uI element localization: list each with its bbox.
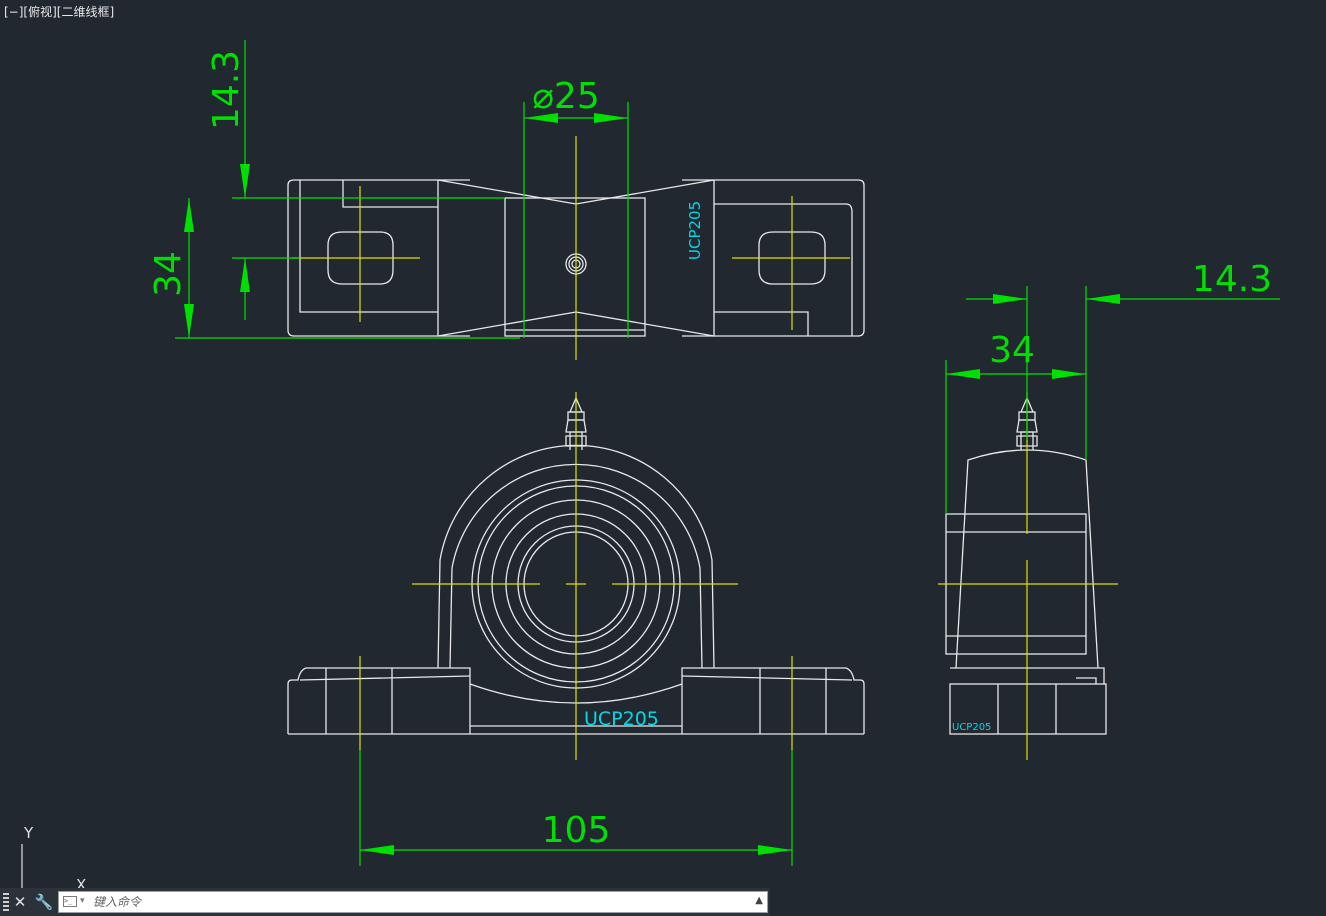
prompt-icon[interactable]: >_	[63, 896, 77, 907]
dim-side-offset: 14.3	[1192, 259, 1272, 300]
front-view-tag: UCP205	[584, 708, 659, 730]
side-view-centerlines	[938, 392, 1118, 760]
dim-top-offset: 14.3	[206, 50, 247, 130]
ucs-y-label: Y	[23, 824, 34, 842]
grip-handle[interactable]	[3, 893, 9, 911]
front-view-centerlines	[359, 392, 793, 760]
side-view-dimensions	[945, 286, 1280, 514]
command-input[interactable]	[93, 892, 743, 912]
top-view-dimensions	[175, 40, 629, 339]
top-view	[287, 179, 865, 337]
ucs-x-label: X	[76, 876, 86, 894]
dim-base-span: 105	[542, 810, 611, 851]
command-input-box[interactable]: >_ ▾ ▲	[58, 891, 768, 913]
front-view-dimensions	[359, 750, 793, 866]
chevron-down-icon[interactable]: ▾	[80, 896, 85, 906]
dim-diameter: ⌀25	[532, 76, 599, 117]
viewport-controls-label[interactable]: [−][俯视][二维线框]	[4, 5, 115, 19]
side-view	[945, 396, 1107, 735]
dim-top-height: 34	[148, 251, 189, 297]
close-icon[interactable]: ✕	[13, 893, 27, 911]
top-view-centerlines	[292, 136, 850, 360]
triangle-up-icon[interactable]: ▲	[755, 895, 763, 906]
top-view-tag: UCP205	[686, 201, 704, 260]
command-line-bar: ✕ 🔧 >_ ▾ ▲	[0, 888, 770, 916]
wrench-icon[interactable]: 🔧	[34, 893, 54, 911]
dim-side-width: 34	[989, 330, 1035, 371]
side-view-tag: UCP205	[952, 722, 991, 733]
